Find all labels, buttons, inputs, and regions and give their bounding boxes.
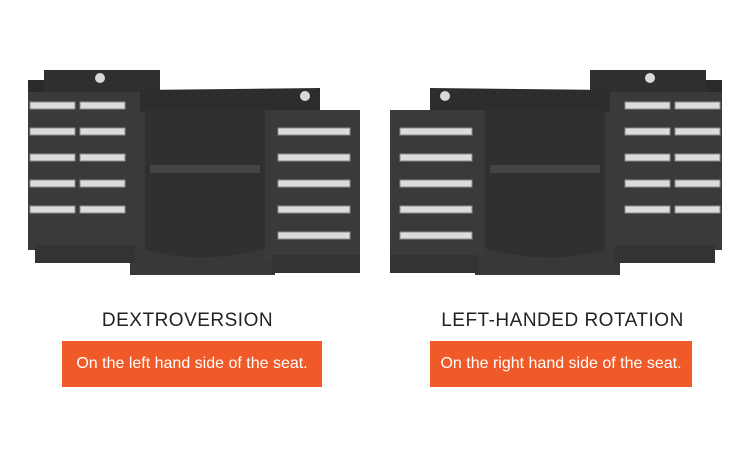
product-description-badge: On the left hand side of the seat. [62,341,322,387]
product-card-left-handed-rotation: LEFT-HANDED ROTATION On the right hand s… [375,0,750,469]
product-description-badge: On the right hand side of the seat. [430,341,692,387]
checkout-counter-icon [390,70,722,275]
checkout-counter-icon [28,70,360,275]
product-card-dextroversion: DEXTROVERSION On the left hand side of t… [28,70,360,387]
product-title: LEFT-HANDED ROTATION [441,310,684,331]
product-title: DEXTROVERSION [101,310,274,331]
